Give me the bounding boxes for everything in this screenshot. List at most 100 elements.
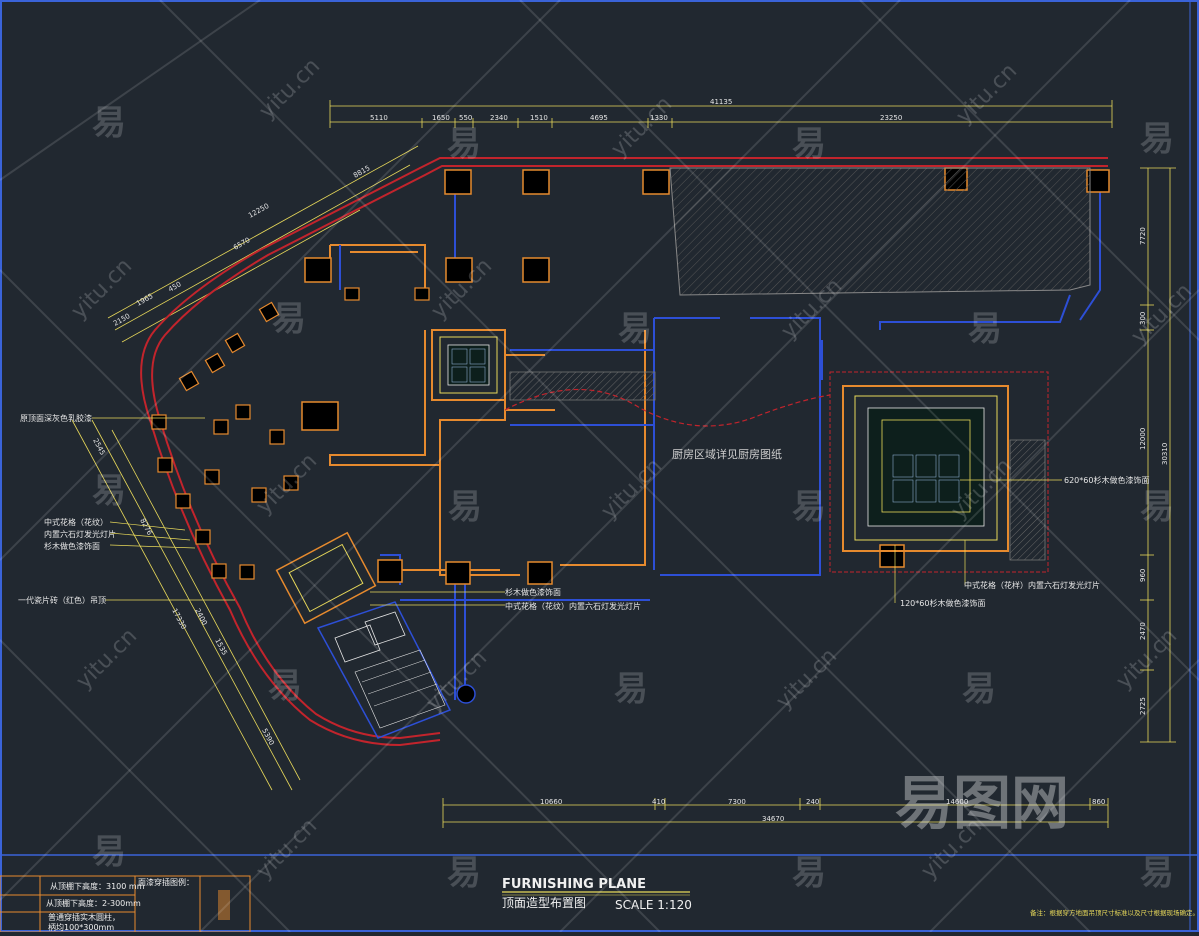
- watermark-site: yitu.cn: [252, 449, 323, 520]
- dim-top-3: 550: [459, 114, 472, 122]
- dim-right-2: 300: [1139, 312, 1147, 325]
- annotation-left-1: 原顶面深灰色乳胶漆: [20, 413, 92, 423]
- watermark-glyph: 易: [614, 669, 648, 709]
- watermark-glyph: 易: [268, 666, 302, 706]
- dim-bottom-3: 7300: [728, 798, 746, 806]
- ceiling-feature-left: [275, 531, 377, 625]
- diagonal-dimension-left: [71, 419, 301, 791]
- leader-lines: [92, 417, 1062, 606]
- dim-top-1: 5110: [370, 114, 388, 122]
- dim-top-6: 4695: [590, 114, 608, 122]
- watermark-brand-logo: 易图网: [895, 769, 1069, 837]
- annotation-left-5: 一代瓷片砖（红色）吊顶: [18, 595, 106, 605]
- dim-right-6: 2725: [1139, 697, 1147, 715]
- interior-partitions: [329, 244, 646, 576]
- watermark-site: yitu.cn: [72, 624, 143, 695]
- bottom-dimension-chain: [442, 798, 1109, 828]
- dim-left-5: 1535: [213, 637, 228, 656]
- annotation-right-1: 620*60杉木做色漆饰面: [1064, 475, 1149, 485]
- watermark-site: yitu.cn: [1127, 279, 1198, 350]
- watermark-site: yitu.cn: [772, 644, 843, 715]
- kitchen-boundary-curve: [504, 388, 831, 427]
- watermark-glyph: 易: [618, 309, 652, 349]
- watermark-site: yitu.cn: [252, 814, 323, 885]
- watermark-glyph: 易: [792, 487, 826, 527]
- dim-top-5: 1510: [530, 114, 548, 122]
- dim-left-2: 8276: [138, 517, 154, 537]
- dim-bottom-1: 10660: [540, 798, 562, 806]
- drawing-scale: SCALE 1:120: [615, 898, 692, 912]
- watermark-glyph: 易: [447, 853, 481, 893]
- annotation-center-1: 杉木做色漆饰面: [505, 587, 561, 597]
- legend-row-2: 从顶棚下高度：2-300mm: [46, 898, 141, 908]
- dim-bottom-4: 240: [806, 798, 819, 806]
- watermark-site: yitu.cn: [255, 54, 326, 125]
- watermark-glyph: 易: [448, 487, 482, 527]
- dim-left-1: 2545: [91, 437, 106, 456]
- dim-bottom-5: 14600: [946, 798, 968, 806]
- legend-row-4: 柄均100*300mm: [48, 922, 114, 932]
- dim-diag-5: 450: [167, 280, 183, 293]
- dim-right-1: 7720: [1139, 227, 1147, 245]
- kitchen-hatch-area: [669, 167, 1091, 296]
- blue-walls: [339, 190, 1101, 700]
- watermark-glyph: 易: [92, 103, 126, 143]
- annotation-right-3: 120*60杉木做色漆饰面: [900, 598, 985, 608]
- watermark-glyph: 易: [272, 299, 306, 339]
- dim-left-3: 17330: [170, 607, 188, 630]
- dim-right-5: 2470: [1139, 622, 1147, 640]
- watermark-glyph: 易: [1140, 853, 1174, 893]
- dim-top-total: 41135: [710, 98, 732, 106]
- ceiling-feature-right: [829, 371, 1049, 573]
- annotation-left-3: 内置六石灯发光灯片: [44, 529, 116, 539]
- bottom-right-note: 备注：根据穿方地面吊顶尺寸标准以及尺寸根据现场确定。: [1030, 908, 1199, 917]
- kitchen-label: 厨房区域详见厨房图纸: [672, 447, 782, 461]
- drawing-title-en: FURNISHING PLANE: [502, 877, 646, 892]
- ceiling-feature-center: [431, 329, 506, 401]
- dim-right-total: 30310: [1161, 443, 1169, 465]
- drawing-title-cn: 顶面造型布置图: [502, 896, 586, 910]
- curved-wall-niches: [151, 287, 430, 580]
- watermark-site: yitu.cn: [597, 454, 668, 525]
- annotation-center-2: 中式花格（花纹）内置六石灯发光灯片: [505, 601, 641, 611]
- dim-bottom-total: 34670: [762, 815, 784, 823]
- watermark-glyph: 易: [968, 309, 1002, 349]
- title-block: FURNISHING PLANE 顶面造型布置图 SCALE 1:120: [502, 877, 692, 912]
- annotation-left-2: 中式花格（花纹）: [44, 517, 108, 527]
- structural-columns: [301, 167, 1110, 585]
- top-dimension-chain: [329, 100, 1113, 128]
- watermark-site: yitu.cn: [422, 646, 493, 717]
- dim-right-3: 12000: [1139, 428, 1147, 450]
- diagonal-dimension-top: [107, 145, 419, 343]
- watermark-glyph: 易: [92, 832, 126, 872]
- watermark-glyph: 易: [962, 669, 996, 709]
- watermark-site: yitu.cn: [607, 92, 678, 163]
- dim-bottom-2: 410: [652, 798, 665, 806]
- dim-top-8: 23250: [880, 114, 902, 122]
- legend-row-3: 普通穿插实木圆柱，: [48, 912, 120, 922]
- watermark-glyph: 易: [1140, 119, 1174, 159]
- dim-bottom-6: 860: [1092, 798, 1105, 806]
- watermark-glyph: 易: [92, 471, 126, 511]
- watermark-glyph: 易: [1140, 487, 1174, 527]
- dim-right-4: 960: [1139, 569, 1147, 582]
- legend-row-1: 从顶棚下高度：3100 mm: [50, 881, 145, 891]
- stair-core: [316, 601, 476, 739]
- watermark-glyphs: 易 易 易 易 易 易 易 易 易 易 易 易 易 易 易 易 易 易: [92, 103, 1174, 893]
- annotation-left-4: 杉木做色漆饰面: [44, 541, 100, 551]
- watermark-glyph: 易: [447, 124, 481, 164]
- watermark-glyph: 易: [792, 124, 826, 164]
- dim-top-2: 1650: [432, 114, 450, 122]
- annotation-right-2: 中式花格（花样）内置六石灯发光灯片: [964, 580, 1100, 590]
- watermark-glyph: 易: [792, 853, 826, 893]
- dim-diag-3: 6570: [232, 236, 251, 252]
- dim-left-4: 2400: [193, 607, 208, 626]
- dim-diag-2: 12250: [247, 202, 270, 220]
- legend-header: 面漆穿插图例：: [138, 877, 194, 887]
- dim-diag-4: 1965: [135, 292, 154, 308]
- right-dimension-chain: [1140, 167, 1176, 743]
- dim-top-7: 1330: [650, 114, 668, 122]
